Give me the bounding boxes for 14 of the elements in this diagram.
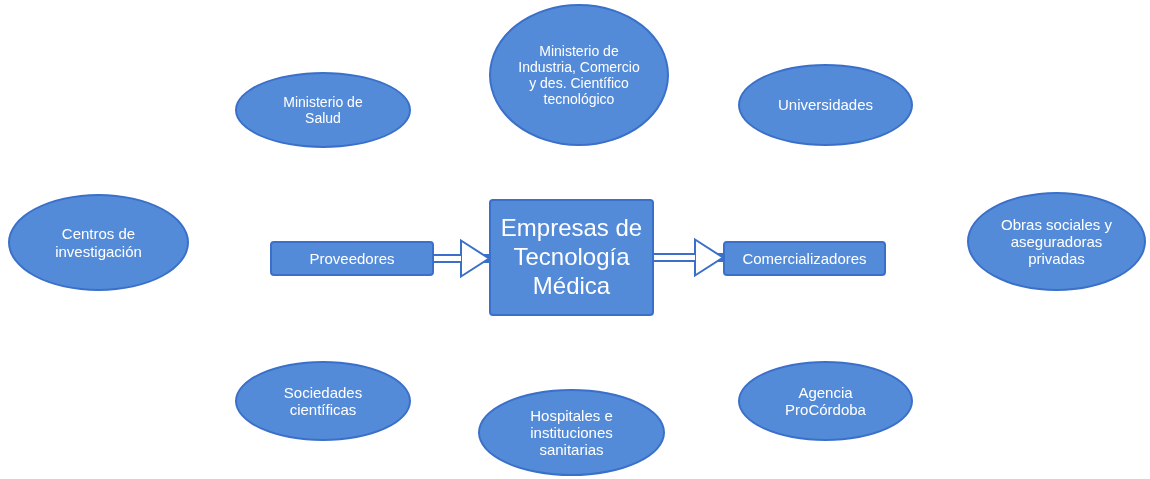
process-box [270, 241, 434, 276]
process-box [723, 241, 886, 276]
node-label: Obras sociales y aseguradoras privadas [1000, 215, 1113, 268]
node-label: Agencia ProCórdoba [784, 383, 867, 419]
node-label: Comercializadores [742, 249, 867, 268]
node-label: Sociedades científicas [282, 383, 364, 419]
node-label: Universidades [777, 96, 873, 114]
node-label: Empresas de Tecnología Médica [499, 214, 644, 301]
node-label: Centros de investigación [54, 225, 143, 260]
node-label: Ministerio de Industria, Comercio y des. Científico tecnológico [517, 42, 641, 108]
node-label: Proveedores [309, 249, 395, 268]
node-label: Hospitales e instituciones sanitarias [529, 406, 614, 459]
process-box [489, 199, 654, 316]
node-label: Ministerio de Salud [282, 93, 364, 127]
